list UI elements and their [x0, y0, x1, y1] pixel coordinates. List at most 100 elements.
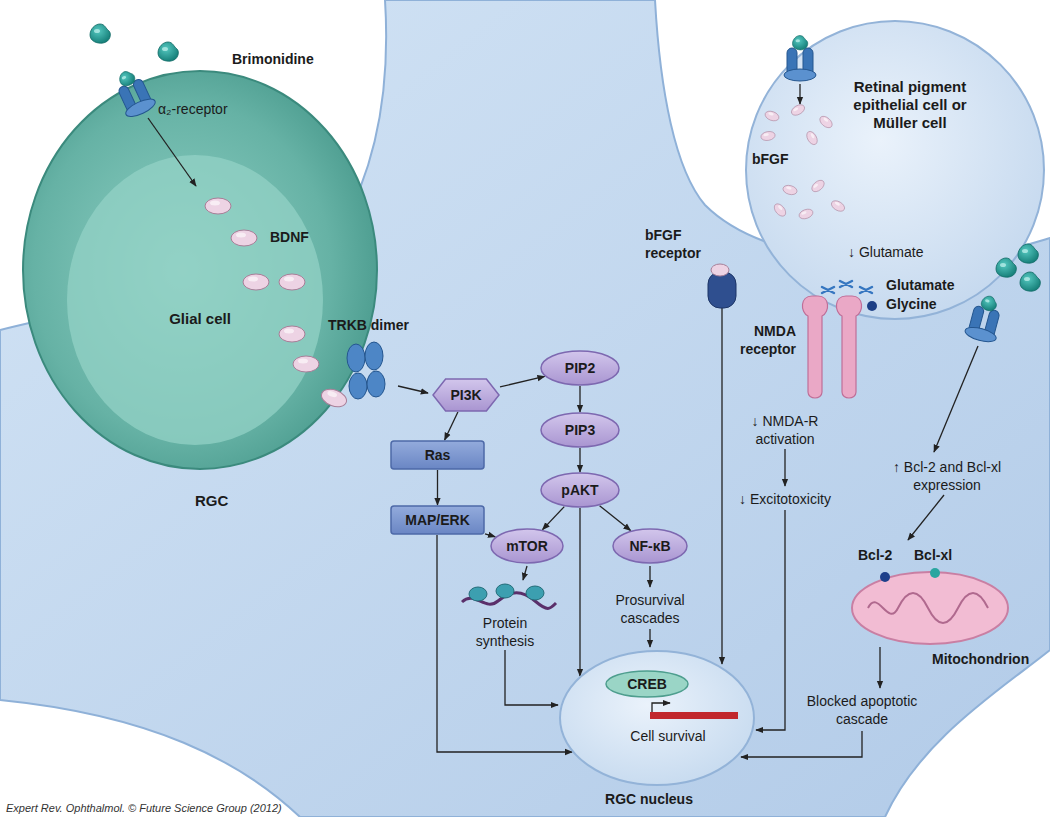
process-label: Blocked apoptotic cascade: [807, 693, 918, 727]
molecule-name: MAP/ERK: [405, 512, 470, 529]
brimonidine-molecule: [158, 42, 178, 61]
pathway-connector: [600, 506, 631, 531]
process-label: Protein synthesis: [476, 615, 534, 649]
pathway-ellipse-outline: [491, 529, 563, 563]
pathway-connector: [437, 470, 438, 505]
pathway-connector: [543, 507, 565, 530]
effect-label: ↑ Bcl-2 and Bcl-xl expression: [893, 459, 1001, 493]
pathway-hexagon-outline: [433, 379, 499, 411]
nucleus-text-box: Cell survival: [608, 727, 728, 745]
copyright-note-box: Expert Rev. Ophthalmol. © Future Science…: [6, 798, 282, 816]
factor-label: bFGF: [752, 151, 789, 167]
trkb-receptor-symbol: [365, 342, 383, 370]
bfgf-particle: [818, 114, 835, 130]
glutamate-molecule: [840, 281, 852, 287]
pathway-arrow: [649, 566, 650, 587]
trkb-receptor-symbol: [347, 344, 365, 372]
bfgf-particle: [805, 130, 820, 147]
bdnf-particle: [243, 274, 269, 290]
glutamate-molecule: [822, 287, 834, 293]
bdnf-particle: [279, 274, 305, 290]
effect-label-box: ↓ NMDA-R activation: [725, 412, 845, 448]
drug-label: Brimonidine: [232, 51, 314, 67]
cell-name-box: Glial cell: [130, 310, 270, 328]
brimonidine-molecule: [90, 24, 110, 43]
drug-label-box: Brimonidine: [232, 50, 314, 68]
pathway-ellipse-outline: [613, 529, 687, 563]
rgc-nucleus: Cell survivalRGC nucleusCREB: [559, 650, 755, 786]
protein-chain: [496, 584, 514, 598]
pathway-arrow: [398, 386, 428, 393]
pathway-box: Ras: [390, 440, 485, 470]
receptor-label: NMDA receptor: [740, 323, 796, 357]
bfgf-particle: [760, 130, 776, 141]
bfgf-receptor-symbol: [708, 272, 736, 308]
rpe-muller-cell-outline: [746, 21, 1044, 319]
bdnf-particle: [231, 230, 257, 246]
process-label-box: Blocked apoptotic cascade: [800, 692, 924, 728]
mitochondrion-symbol: [880, 572, 890, 582]
pathway-arrow: [799, 84, 800, 104]
receptor-label-box: α₂-receptor: [158, 100, 228, 118]
process-label-box: Prosurvival cascades: [600, 591, 700, 627]
pathway-connector: [500, 376, 545, 387]
protein-label: Bcl-xl: [914, 547, 952, 563]
molecule-name: PIP2: [565, 360, 595, 377]
effect-label-box: ↓ Excitotoxicity: [720, 490, 850, 508]
organelle-label-box: Mitochondrion: [932, 650, 1029, 668]
process-label-box: Protein synthesis: [462, 614, 548, 650]
molecule-label-box: Glutamate: [886, 276, 954, 294]
cell-name: Glial cell: [169, 310, 231, 327]
cell-name-box: RGC: [195, 492, 255, 510]
creb-ellipse-outline: [606, 671, 688, 697]
glycine-dot: [867, 301, 877, 311]
gene-bar: [650, 712, 738, 719]
receptor-label: α₂-receptor: [158, 101, 228, 117]
protein-chain: [469, 587, 487, 601]
protein-label: Bcl-2: [858, 547, 892, 563]
bfgf-receptor-symbol: [708, 264, 736, 308]
nucleus-illustration: [650, 703, 738, 719]
cell-name: RGC: [195, 492, 228, 509]
nucleus-text: Cell survival: [630, 728, 705, 744]
pathway-box: MAP/ERK: [390, 505, 485, 535]
bfgf-particle: [810, 178, 827, 194]
pathway-arrow: [879, 647, 880, 688]
rpe-illustration: [745, 20, 1045, 320]
glial-cell: Glial cell: [22, 70, 378, 470]
bdnf-particle: [205, 198, 349, 410]
nucleus-text: RGC nucleus: [605, 791, 693, 807]
bfgf-receptor-symbol: [711, 264, 729, 276]
molecule-name: CREB: [627, 676, 667, 693]
factor-label-box: BDNF: [270, 228, 309, 246]
pathway-connector: [579, 508, 580, 676]
bfgf-particle: [798, 207, 814, 220]
pathway-arrow: [756, 510, 785, 730]
pathway-connector: [579, 386, 580, 412]
receptor-label-box: NMDA receptor: [722, 322, 796, 358]
pathway-connector: [579, 448, 580, 472]
bfgf-particle: [830, 199, 847, 214]
protein-label-box: Bcl-xl: [914, 546, 952, 564]
pathway-arrow: [741, 731, 862, 757]
protein-label-box: Bcl-2: [858, 546, 892, 564]
receptor-label-box: bFGF receptor: [645, 226, 707, 262]
molecule-name: NF-κB: [629, 538, 670, 555]
rpe-muller-cell: Retinal pigment epithelial cell or Mülle…: [745, 20, 1045, 320]
pathway-ellipse-outline: [541, 413, 619, 447]
cell-name-box: Retinal pigment epithelial cell or Mülle…: [835, 78, 985, 132]
creb-ellipse: CREB: [605, 670, 689, 698]
organelle-label: Mitochondrion: [932, 651, 1029, 667]
bfgf-particle: [790, 103, 807, 118]
pathway-arrow: [908, 495, 944, 540]
pathway-connector: [445, 412, 458, 440]
copyright-note: Expert Rev. Ophthalmol. © Future Science…: [6, 802, 282, 814]
glial-illustration: [67, 24, 385, 445]
factor-label: BDNF: [270, 229, 309, 245]
effect-label-box: ↓ Glutamate: [848, 243, 923, 261]
protein-chain: [526, 586, 544, 600]
molecule-name: PIP3: [565, 422, 595, 439]
molecule-name: mTOR: [506, 538, 548, 555]
nucleus-illustration: [559, 650, 755, 786]
